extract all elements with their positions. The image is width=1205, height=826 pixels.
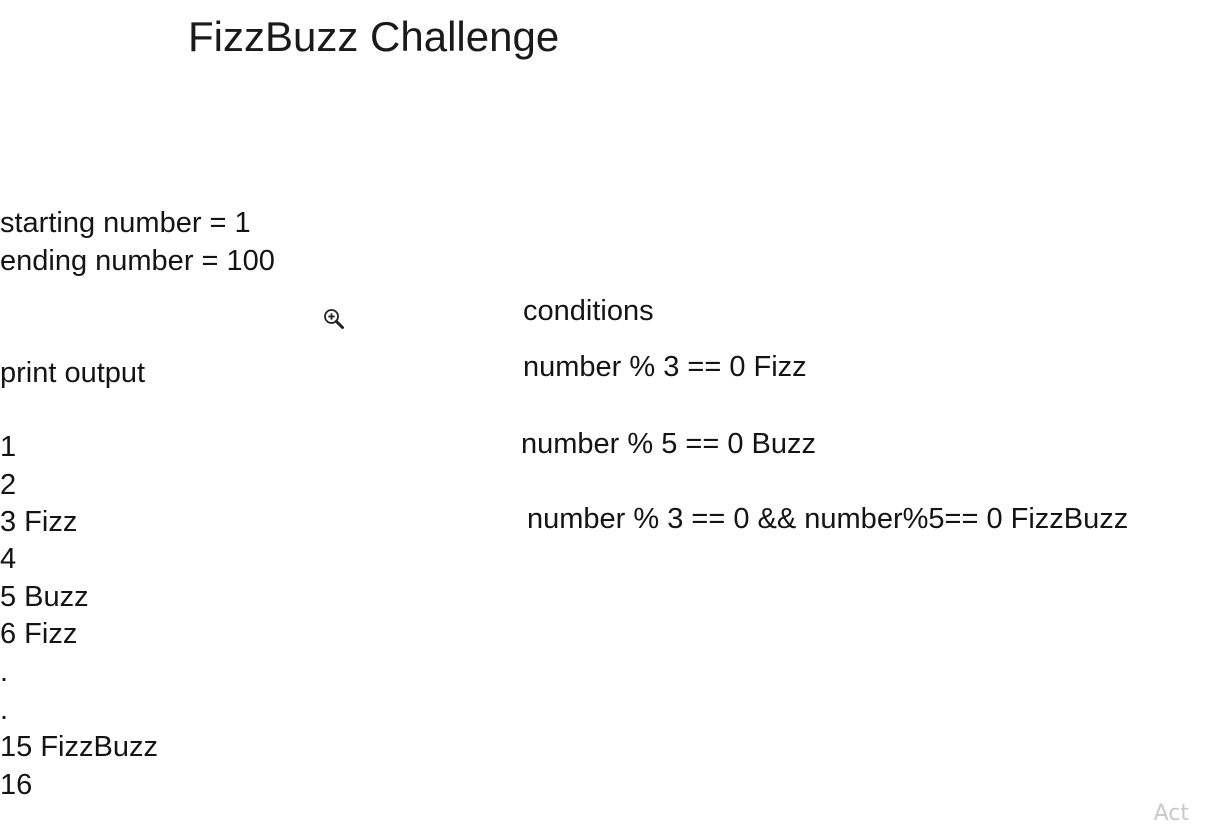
activation-watermark: Act	[1153, 801, 1189, 826]
output-line: 4	[0, 543, 17, 575]
condition-fizz: number % 3 == 0 Fizz	[523, 351, 807, 383]
conditions-heading: conditions	[523, 295, 654, 327]
output-line: 1	[0, 431, 17, 463]
output-line: 2	[0, 469, 17, 501]
output-line: 3 Fizz	[0, 506, 78, 538]
page-title: FizzBuzz Challenge	[188, 13, 560, 60]
output-line: 6 Fizz	[0, 618, 78, 650]
print-output-heading: print output	[0, 357, 146, 389]
ending-number-text: ending number = 100	[0, 245, 275, 277]
output-line: 15 FizzBuzz	[0, 731, 158, 763]
condition-buzz: number % 5 == 0 Buzz	[521, 428, 816, 460]
output-line: 16	[0, 769, 33, 801]
starting-number-text: starting number = 1	[0, 207, 251, 239]
output-line: .	[0, 694, 9, 726]
output-line: 5 Buzz	[0, 581, 89, 613]
condition-fizzbuzz: number % 3 == 0 && number%5== 0 FizzBuzz	[527, 503, 1129, 535]
output-line: .	[0, 656, 9, 688]
zoom-in-icon	[324, 309, 344, 329]
